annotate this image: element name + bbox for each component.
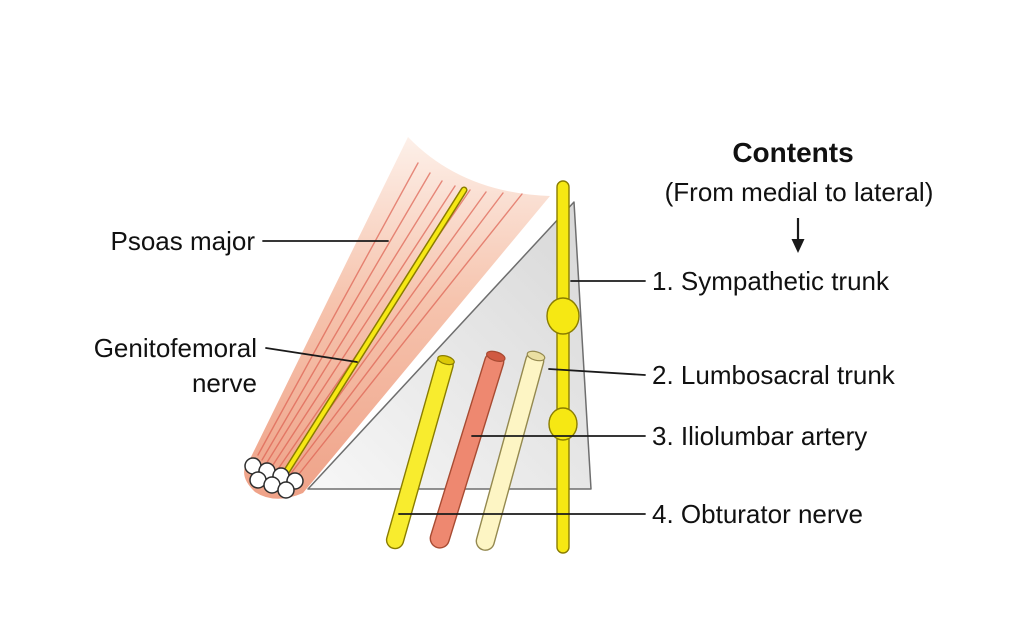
sympathetic-trunk-rod — [556, 180, 570, 554]
muscle-striation — [285, 192, 504, 481]
lumbosacral-trunk-tube — [475, 350, 546, 551]
contents-subtitle: (From medial to lateral) — [665, 177, 934, 207]
muscle-striation — [270, 185, 456, 469]
label-genitofemoral-line1: Genitofemoral — [94, 333, 257, 363]
tendon-fascicle — [277, 481, 295, 499]
down-arrow-icon — [791, 218, 805, 253]
iliolumbar-artery-tube — [429, 350, 506, 549]
lumbosacral-trunk-cap — [526, 350, 546, 362]
obturator-nerve-tube — [385, 355, 455, 550]
muscle-striation — [265, 180, 443, 465]
muscle-striation — [290, 193, 523, 485]
sympathetic-ganglion-lower — [548, 407, 578, 441]
contents-item-4: 4. Obturator nerve — [652, 499, 863, 529]
genitofemoral-nerve — [281, 188, 466, 479]
obturator-nerve-cap — [437, 355, 455, 366]
contents-title: Contents — [732, 137, 853, 168]
contents-item-3: 3. Iliolumbar artery — [652, 421, 867, 451]
sympathetic-ganglion-upper — [546, 297, 580, 335]
sympathetic-trunk — [546, 180, 580, 554]
contents-item-2: 2. Lumbosacral trunk — [652, 360, 896, 390]
leader-genitofemoral-nerve — [265, 347, 358, 363]
muscle-striation — [261, 172, 431, 461]
down-arrow-head — [791, 239, 805, 253]
contents-item-1: 1. Sympathetic trunk — [652, 266, 890, 296]
leader-lines — [262, 240, 646, 515]
label-psoas-major: Psoas major — [111, 226, 256, 256]
muscle-striation — [257, 162, 419, 456]
iliolumbar-artery-cap — [486, 350, 506, 362]
label-genitofemoral-line2: nerve — [192, 368, 257, 398]
psoas-tendon-fascicles — [244, 457, 304, 499]
leader-lumbosacral-trunk — [548, 368, 646, 376]
